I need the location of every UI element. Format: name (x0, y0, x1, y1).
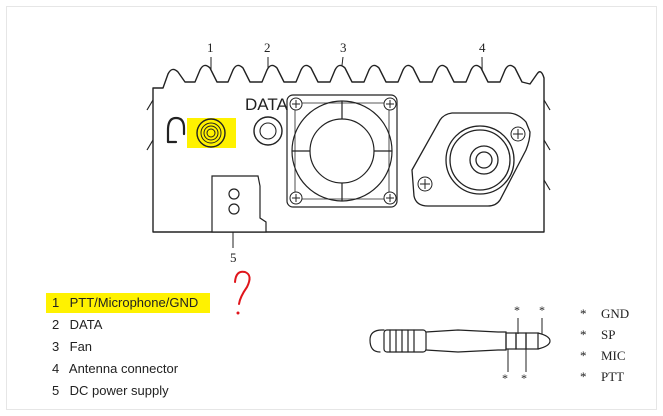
plug-marker-top-1: * (514, 303, 520, 317)
plug-pin-legend: * GND * SP * MIC * PTT (580, 306, 629, 384)
plug-marker-bottom-1: * (502, 371, 508, 385)
pin-marker-ptt: * (580, 369, 587, 384)
legend-label: DC power supply (69, 383, 169, 398)
antenna-screws (417, 126, 526, 192)
headset-icon (166, 116, 186, 144)
legend-item-dc-power: 5 DC power supply (52, 380, 198, 402)
side-fins (146, 99, 551, 191)
pin-label-mic: MIC (601, 348, 626, 363)
legend-label: Fan (69, 339, 93, 354)
figure-frame (6, 6, 657, 410)
mic-jack (196, 118, 226, 148)
legend-item-data: 2 DATA (52, 314, 198, 336)
callout-2: 2 (264, 40, 271, 55)
question-mark-annotation (234, 270, 251, 305)
callout-3: 3 (340, 40, 347, 55)
callout-5: 5 (230, 250, 237, 265)
pin-marker-gnd: * (580, 306, 587, 321)
pin-label-gnd: GND (601, 306, 629, 321)
legend-number: 1 (52, 295, 60, 310)
mic-jack-highlight (187, 118, 236, 148)
legend-label: PTT/Microphone/GND (69, 295, 199, 310)
plug-marker-top-2: * (539, 303, 545, 317)
pin-marker-mic: * (580, 348, 587, 363)
legend-item-fan: 3 Fan (52, 336, 198, 358)
data-port-label: DATA (245, 95, 288, 114)
pin-label-ptt: PTT (601, 369, 624, 384)
legend-number: 3 (52, 339, 60, 354)
callout-1: 1 (207, 40, 214, 55)
antenna-connector (411, 112, 531, 207)
plug-marker-bottom-2: * (521, 371, 527, 385)
legend-item-ptt: 1 PTT/Microphone/GND (46, 292, 210, 314)
audio-plug (369, 329, 551, 353)
pin-marker-sp: * (580, 327, 587, 342)
pin-label-sp: SP (601, 327, 615, 342)
legend-label: Antenna connector (68, 361, 179, 376)
legend-number: 2 (52, 317, 60, 332)
legend-number: 5 (52, 383, 60, 398)
plug-leader-lines (507, 318, 543, 372)
component-legend: 1 PTT/Microphone/GND 2 DATA 3 Fan 4 Ante… (46, 292, 210, 402)
legend-label: DATA (69, 317, 103, 332)
legend-number: 4 (52, 361, 60, 376)
dc-power-supply (211, 175, 267, 233)
data-jack (253, 116, 283, 146)
fan-screws (289, 97, 397, 205)
question-mark-dot (236, 311, 240, 315)
legend-item-antenna: 4 Antenna connector (52, 358, 198, 380)
callout-4: 4 (479, 40, 486, 55)
